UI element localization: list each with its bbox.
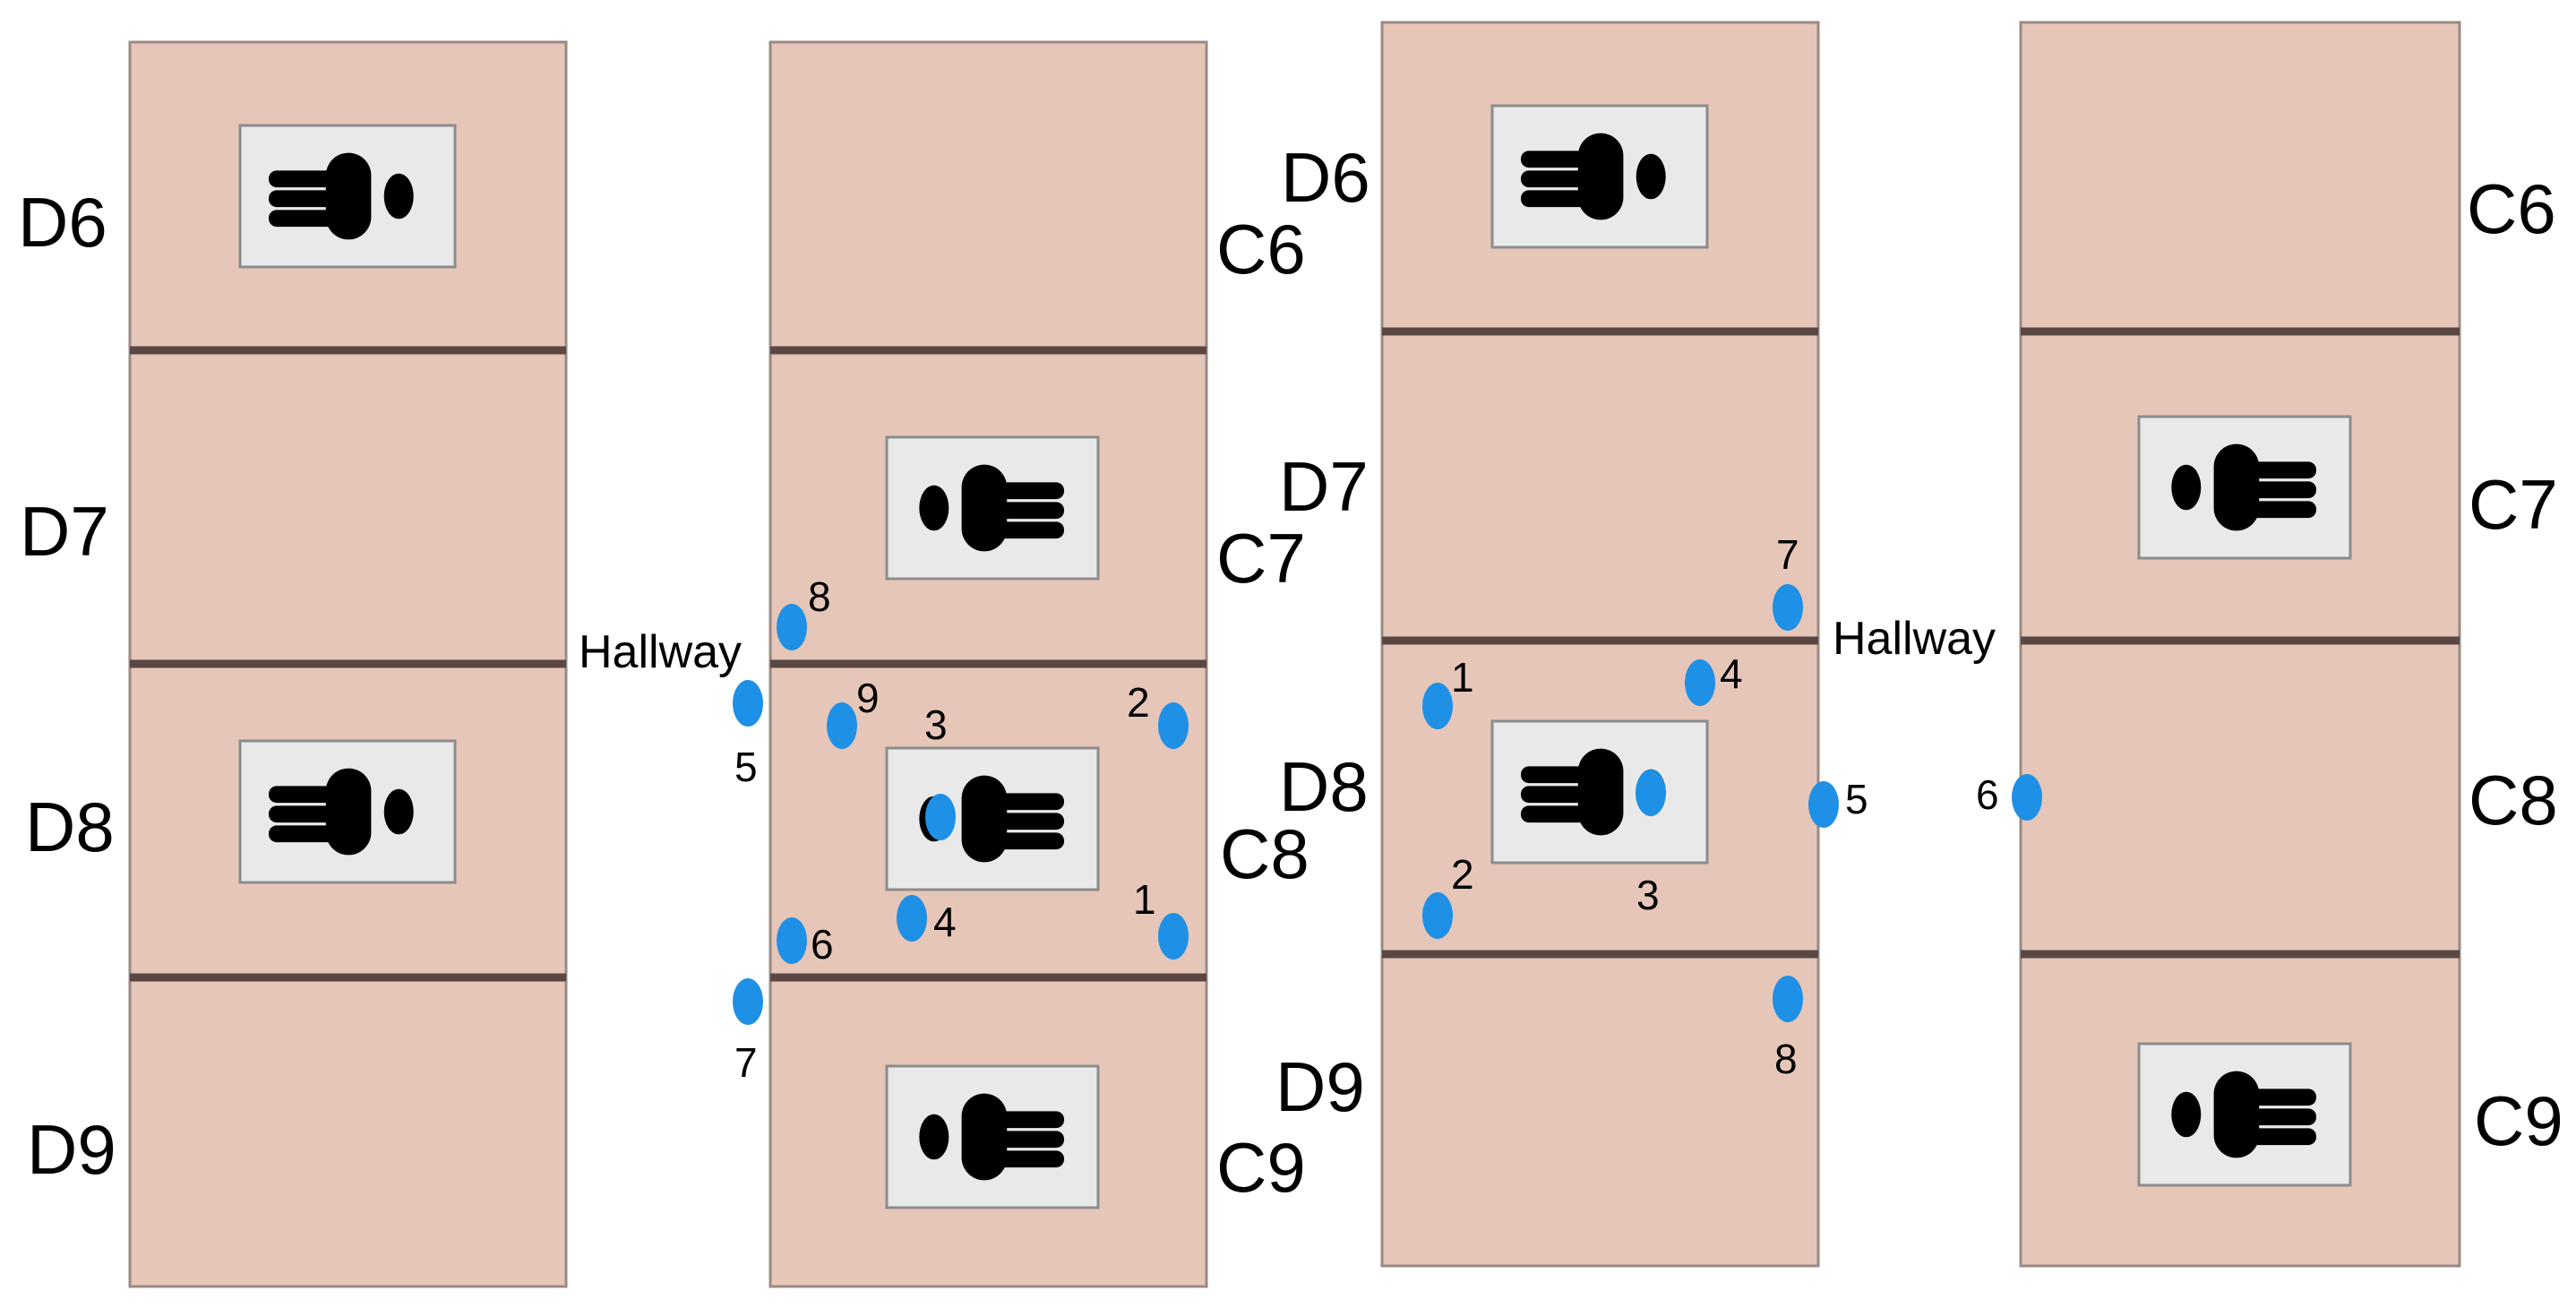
sensor-dot-icon: [897, 895, 927, 942]
sensor-label: 7: [734, 1039, 758, 1086]
sensor-5: 5: [1808, 776, 1868, 828]
room-label-c9: C9: [2474, 1081, 2563, 1160]
sensor-label: 8: [808, 573, 831, 620]
sensor-dot-icon: [733, 680, 763, 727]
room-label-c8: C8: [2469, 761, 2558, 839]
sensor-9: 9: [827, 675, 880, 749]
sensor-4: 4: [1685, 650, 1743, 706]
room-label-c6: C6: [2467, 169, 2556, 248]
sensor-dot-icon: [1158, 913, 1189, 959]
sensor-dot-icon: [1422, 892, 1453, 939]
sensor-3: 3: [1636, 770, 1666, 918]
room-c6: [2019, 21, 2461, 333]
sensor-group-1: 1 2 3 4 5 6 7: [733, 573, 1189, 1086]
sensor-dot-icon: [1422, 683, 1453, 729]
sensor-dot-icon: [733, 978, 763, 1025]
sensor-dot-icon: [1808, 781, 1839, 828]
hallway-label: Hallway: [579, 626, 742, 678]
sensor-dot-icon: [777, 917, 807, 964]
bed-d8: [238, 739, 457, 884]
sensor-label: 2: [1451, 851, 1474, 898]
hallway-label: Hallway: [1833, 613, 1996, 665]
sensor-label: 7: [1776, 531, 1799, 578]
room-label-d8: D8: [25, 787, 115, 866]
room-d9: [128, 976, 568, 1288]
sensor-label: 3: [924, 701, 948, 748]
room-label-d6: D6: [1281, 138, 1370, 217]
bed-d6: [1490, 104, 1709, 249]
sensor-7: 7: [733, 978, 763, 1086]
sensor-label: 4: [1720, 650, 1743, 697]
room-label-c6: C6: [1216, 210, 1306, 288]
room-label-d7: D7: [1279, 447, 1369, 526]
sensor-label: 1: [1451, 654, 1474, 701]
sensor-dot-icon: [827, 702, 857, 749]
sensor-dot-icon: [1685, 659, 1715, 706]
sensor-dot-icon: [2012, 774, 2042, 821]
sensor-dot-icon: [925, 794, 956, 840]
sensor-label: 3: [1636, 872, 1660, 918]
sensor-dot-icon: [1636, 770, 1666, 816]
sensor-dot-icon: [1773, 976, 1803, 1022]
sensor-1: 1: [1133, 876, 1189, 959]
sensor-label: 1: [1133, 876, 1156, 923]
sensor-5: 5: [733, 680, 763, 790]
layout-2: D6 D7 D8 D9 C6 C7 C8 C9: [1275, 21, 2563, 1268]
room-d7: [128, 349, 568, 666]
room-label-c7: C7: [2469, 465, 2558, 544]
room-label-c9: C9: [1216, 1128, 1306, 1207]
sensor-2: 2: [1127, 679, 1189, 749]
room-d9: [1380, 952, 1820, 1268]
bed-c8: [885, 746, 1100, 891]
room-column-right-2: C6 C7 C8 C9: [2019, 21, 2563, 1268]
sensor-8: 8: [777, 573, 831, 650]
sensor-dot-icon: [1773, 584, 1803, 631]
bed-c7: [885, 435, 1100, 581]
room-label-d8: D8: [1279, 747, 1369, 826]
sensor-label: 4: [933, 899, 957, 945]
bed-c9: [885, 1064, 1100, 1209]
sensor-4: 4: [897, 895, 957, 945]
room-c6: [769, 40, 1208, 352]
layout-1: D6 D7 D8 D9 C: [18, 40, 1309, 1288]
sensor-group-2: 1 2 3 4 5 6 7: [1422, 531, 2042, 1082]
sensor-3: 3: [924, 701, 956, 840]
bed-d6: [238, 124, 457, 269]
room-label-c7: C7: [1216, 519, 1306, 598]
sensor-6: 6: [1976, 771, 2042, 821]
sensor-label: 6: [1976, 771, 1999, 818]
room-d7: [1380, 330, 1820, 642]
sensor-dot-icon: [1158, 702, 1189, 749]
room-label-d7: D7: [20, 492, 109, 571]
room-c8: [2019, 639, 2461, 956]
sensor-label: 2: [1127, 679, 1150, 726]
sensor-label: 5: [734, 744, 758, 790]
room-label-d9: D9: [27, 1110, 116, 1189]
bed-c9: [2137, 1042, 2352, 1187]
sensor-6: 6: [777, 917, 834, 968]
room-column-right-1: C6 C7 C8 C9: [769, 40, 1309, 1288]
room-column-left-1: D6 D7 D8 D9: [18, 40, 568, 1288]
sensor-label: 9: [856, 675, 880, 721]
sensor-label: 8: [1774, 1036, 1798, 1082]
room-label-c8: C8: [1220, 814, 1309, 893]
sensor-2: 2: [1422, 851, 1474, 939]
sensor-dot-icon: [777, 604, 807, 650]
room-label-d9: D9: [1275, 1047, 1365, 1126]
sensor-1: 1: [1422, 654, 1474, 729]
sensor-label: 5: [1845, 776, 1868, 822]
room-label-d6: D6: [18, 183, 107, 262]
sensor-7: 7: [1773, 531, 1803, 631]
room-column-left-2: D6 D7 D8 D9: [1275, 21, 1820, 1268]
sensor-label: 6: [811, 921, 834, 968]
bed-c7: [2137, 415, 2352, 560]
sensor-8: 8: [1773, 976, 1803, 1082]
bed-d8: [1490, 719, 1709, 865]
